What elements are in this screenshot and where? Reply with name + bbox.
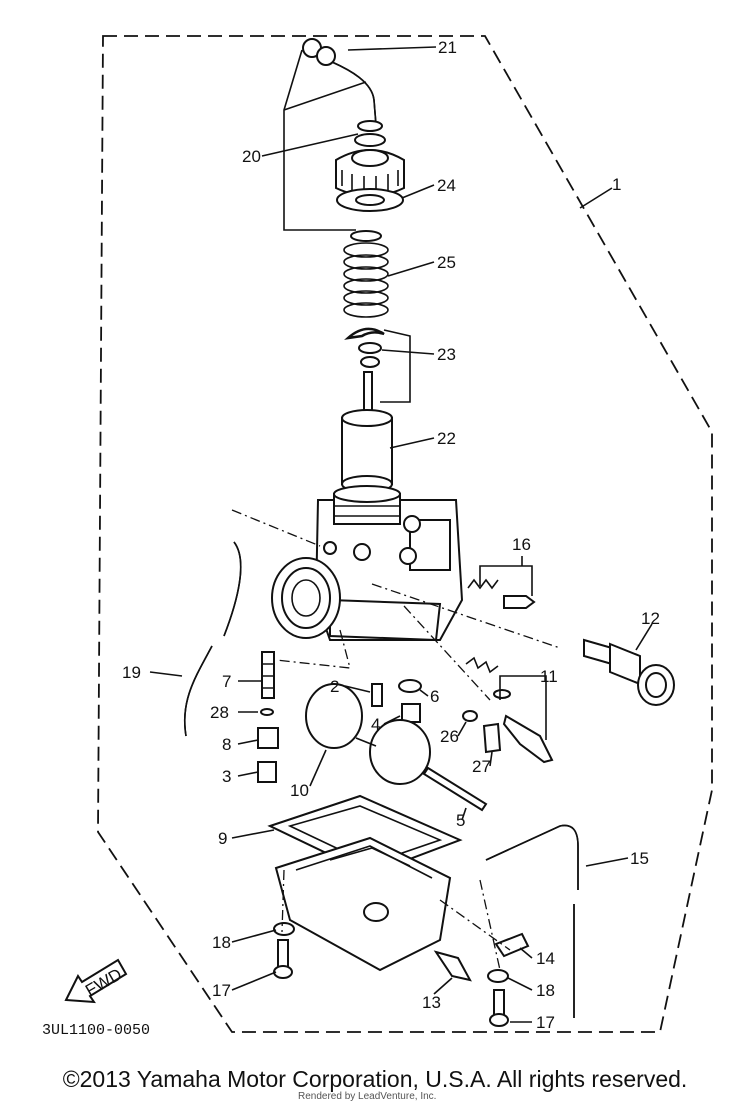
part-14-plate: [494, 932, 530, 958]
callout-15: 15: [630, 849, 649, 868]
callout-26: 26: [440, 727, 459, 746]
callout-11: 11: [540, 667, 558, 686]
callout-2: 2: [330, 677, 339, 696]
callout-21: 21: [438, 38, 457, 57]
diagram-part-code: 3UL1100-0050: [42, 1022, 150, 1039]
callout-5: 5: [456, 811, 465, 830]
assembly-line: [231, 509, 561, 971]
float-chamber: [274, 836, 452, 972]
copyright-notice: ©2013 Yamaha Motor Corporation, U.S.A. A…: [62, 1066, 688, 1092]
callout-28: 28: [210, 703, 229, 722]
callout-27: 27: [472, 757, 491, 776]
callout-10: 10: [290, 781, 309, 800]
callout-22: 22: [437, 429, 456, 448]
callout-16: 16: [512, 535, 531, 554]
callout-4: 4: [371, 715, 380, 734]
part-10-float: [305, 683, 431, 785]
callout-9: 9: [218, 829, 227, 848]
callout-1: 1: [612, 175, 621, 194]
part-15-drain-hose: [485, 824, 579, 1018]
part-17-screw: [273, 939, 293, 979]
part-27-screw: [482, 722, 502, 754]
callout-14: 14: [536, 949, 555, 968]
callout-18b: 18: [536, 981, 555, 1000]
part-25-spring: [343, 230, 389, 318]
callout-8: 8: [222, 735, 231, 754]
part-26-o-ring: [462, 710, 478, 722]
part-6-seal: [398, 679, 422, 693]
callout-17a: 17: [212, 981, 231, 1000]
part-18-washer-2: [487, 969, 509, 983]
part-8-main-jet-holder: [257, 727, 279, 749]
part-21-fitting: [302, 38, 383, 132]
part-18-washer: [273, 922, 295, 936]
part-11-throttle-stop-screw: [465, 656, 554, 764]
part-19-vent-hose: [184, 541, 242, 737]
part-7-needle-jet: [261, 651, 275, 699]
part-17-screw-2: [489, 989, 509, 1027]
callout-12: 12: [641, 609, 660, 628]
part-22-throttle-valve: [341, 409, 393, 493]
part-20-washer: [354, 133, 386, 147]
part-5-float-pin: [422, 766, 488, 812]
callout-19: 19: [122, 663, 141, 682]
callout-13: 13: [422, 993, 441, 1012]
callout-24: 24: [437, 176, 456, 195]
carburetor-body: [271, 485, 464, 642]
part-16-pilot-screw: [467, 578, 536, 609]
leader-lines: [149, 46, 653, 1023]
part-23-clip: [344, 327, 385, 368]
part-13-drain-screw: [433, 950, 472, 982]
callout-7: 7: [222, 672, 231, 691]
part-3-main-jet: [257, 761, 277, 783]
callout-20: 20: [242, 147, 261, 166]
callout-3: 3: [222, 767, 231, 786]
part-4-valve-seat: [401, 703, 421, 723]
part-12-starter-plunger: [583, 638, 675, 706]
callout-23: 23: [437, 345, 456, 364]
part-2-pilot-jet: [371, 683, 383, 707]
callout-18a: 18: [212, 933, 231, 952]
fwd-arrow-icon: FWD: [64, 958, 128, 1004]
callout-17b: 17: [536, 1013, 555, 1032]
callout-25: 25: [437, 253, 456, 272]
callout-6: 6: [430, 687, 439, 706]
part-28-o-ring: [260, 708, 274, 716]
rendered-by-credit: Rendered by LeadVenture, Inc.: [298, 1091, 437, 1102]
